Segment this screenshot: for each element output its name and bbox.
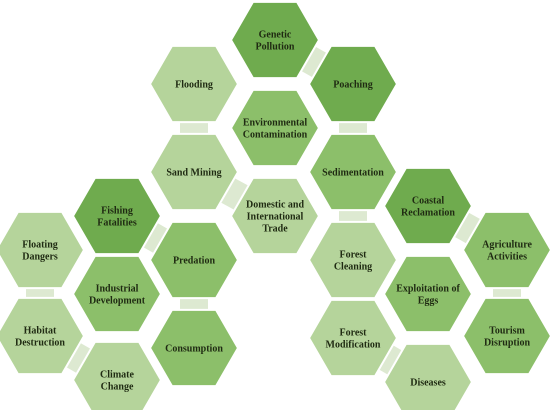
hexagon-shape-industrial-development — [71, 254, 163, 334]
hexagon-label-industrial-development: Industrial — [96, 284, 139, 295]
hexagon-predation: Predation — [148, 220, 240, 300]
hexagon-sedimentation: Sedimentation — [307, 132, 399, 212]
hexagon-shape-diseases — [382, 342, 474, 410]
hexagon-shape-environmental-contamination — [229, 88, 321, 168]
hexagon-shape-tourism-disruption — [461, 296, 550, 376]
hexagon-label-domestic-international-trade: Trade — [262, 224, 288, 235]
hexagon-label-climate-change: Climate — [100, 370, 134, 381]
hexagon-label-forest-cleaning: Cleaning — [334, 262, 372, 273]
hexagon-shape-consumption — [148, 308, 240, 388]
hexagon-diseases: Diseases — [382, 342, 474, 410]
hexagon-label-genetic-pollution: Pollution — [256, 42, 295, 53]
hexagon-shape-predation — [148, 220, 240, 300]
hexagon-shape-agriculture-activities — [461, 210, 550, 290]
hexagon-shape-exploitation-of-eggs — [382, 254, 474, 334]
hexagon-label-tourism-disruption: Disruption — [484, 338, 531, 349]
hexagon-label-domestic-international-trade: Domestic and — [246, 200, 304, 211]
hexagon-shape-poaching — [307, 44, 399, 124]
hexagon-label-floating-dangers: Floating — [22, 240, 58, 251]
hexagon-shape-floating-dangers — [0, 210, 86, 290]
hexagon-label-forest-modification: Forest — [339, 328, 367, 339]
hexagon-label-predation: Predation — [173, 256, 215, 267]
hexagon-label-sedimentation: Sedimentation — [322, 168, 384, 179]
hexagon-shape-habitat-destruction — [0, 296, 86, 376]
hexagon-label-genetic-pollution: Genetic — [259, 30, 292, 41]
hexagon-flooding: Flooding — [148, 44, 240, 124]
hexagon-label-fishing-fatalities: Fatalities — [97, 218, 137, 229]
hexagon-label-environmental-contamination: Contamination — [243, 130, 308, 141]
hexagon-label-habitat-destruction: Habitat — [24, 326, 57, 337]
hexagon-label-exploitation-of-eggs: Exploitation of — [396, 284, 460, 295]
hexagon-label-domestic-international-trade: International — [247, 212, 304, 223]
hexagon-label-habitat-destruction: Destruction — [15, 338, 65, 349]
hexagon-shape-genetic-pollution — [229, 0, 321, 80]
hexagon-label-agriculture-activities: Agriculture — [482, 240, 532, 251]
hexagon-label-agriculture-activities: Activities — [487, 252, 527, 263]
hexagon-sand-mining: Sand Mining — [148, 132, 240, 212]
hexagon-shape-sedimentation — [307, 132, 399, 212]
hexagon-shape-flooding — [148, 44, 240, 124]
hexagon-shape-climate-change — [71, 340, 163, 410]
hexagon-label-coastal-reclamation: Coastal — [412, 196, 444, 207]
hexagon-shape-domestic-international-trade — [229, 176, 321, 256]
hexagon-label-exploitation-of-eggs: Eggs — [418, 296, 439, 307]
hexagon-label-climate-change: Change — [101, 382, 134, 393]
hexagon-label-tourism-disruption: Tourism — [489, 326, 525, 337]
hexagon-shape-forest-cleaning — [307, 220, 399, 300]
hexagon-label-floating-dangers: Dangers — [22, 252, 58, 263]
hexagon-label-diseases: Diseases — [410, 378, 446, 389]
hexagon-shape-fishing-fatalities — [71, 176, 163, 256]
hexagon-poaching: Poaching — [307, 44, 399, 124]
hexagon-label-industrial-development: Development — [89, 296, 146, 307]
hexagon-shape-coastal-reclamation — [382, 166, 474, 246]
hexagon-shape-sand-mining — [148, 132, 240, 212]
hexagon-consumption: Consumption — [148, 308, 240, 388]
hexagon-label-consumption: Consumption — [165, 344, 223, 355]
hexagon-label-forest-modification: Modification — [326, 340, 381, 351]
hexagon-label-environmental-contamination: Environmental — [243, 118, 307, 129]
hexagon-label-coastal-reclamation: Reclamation — [401, 208, 455, 219]
hexagon-label-sand-mining: Sand Mining — [166, 168, 221, 179]
hexagon-shape-forest-modification — [307, 298, 399, 378]
hexagon-label-forest-cleaning: Forest — [339, 250, 367, 261]
hexagon-label-fishing-fatalities: Fishing — [101, 206, 133, 217]
hexagon-label-poaching: Poaching — [333, 80, 372, 91]
hexagon-label-flooding: Flooding — [175, 80, 213, 91]
